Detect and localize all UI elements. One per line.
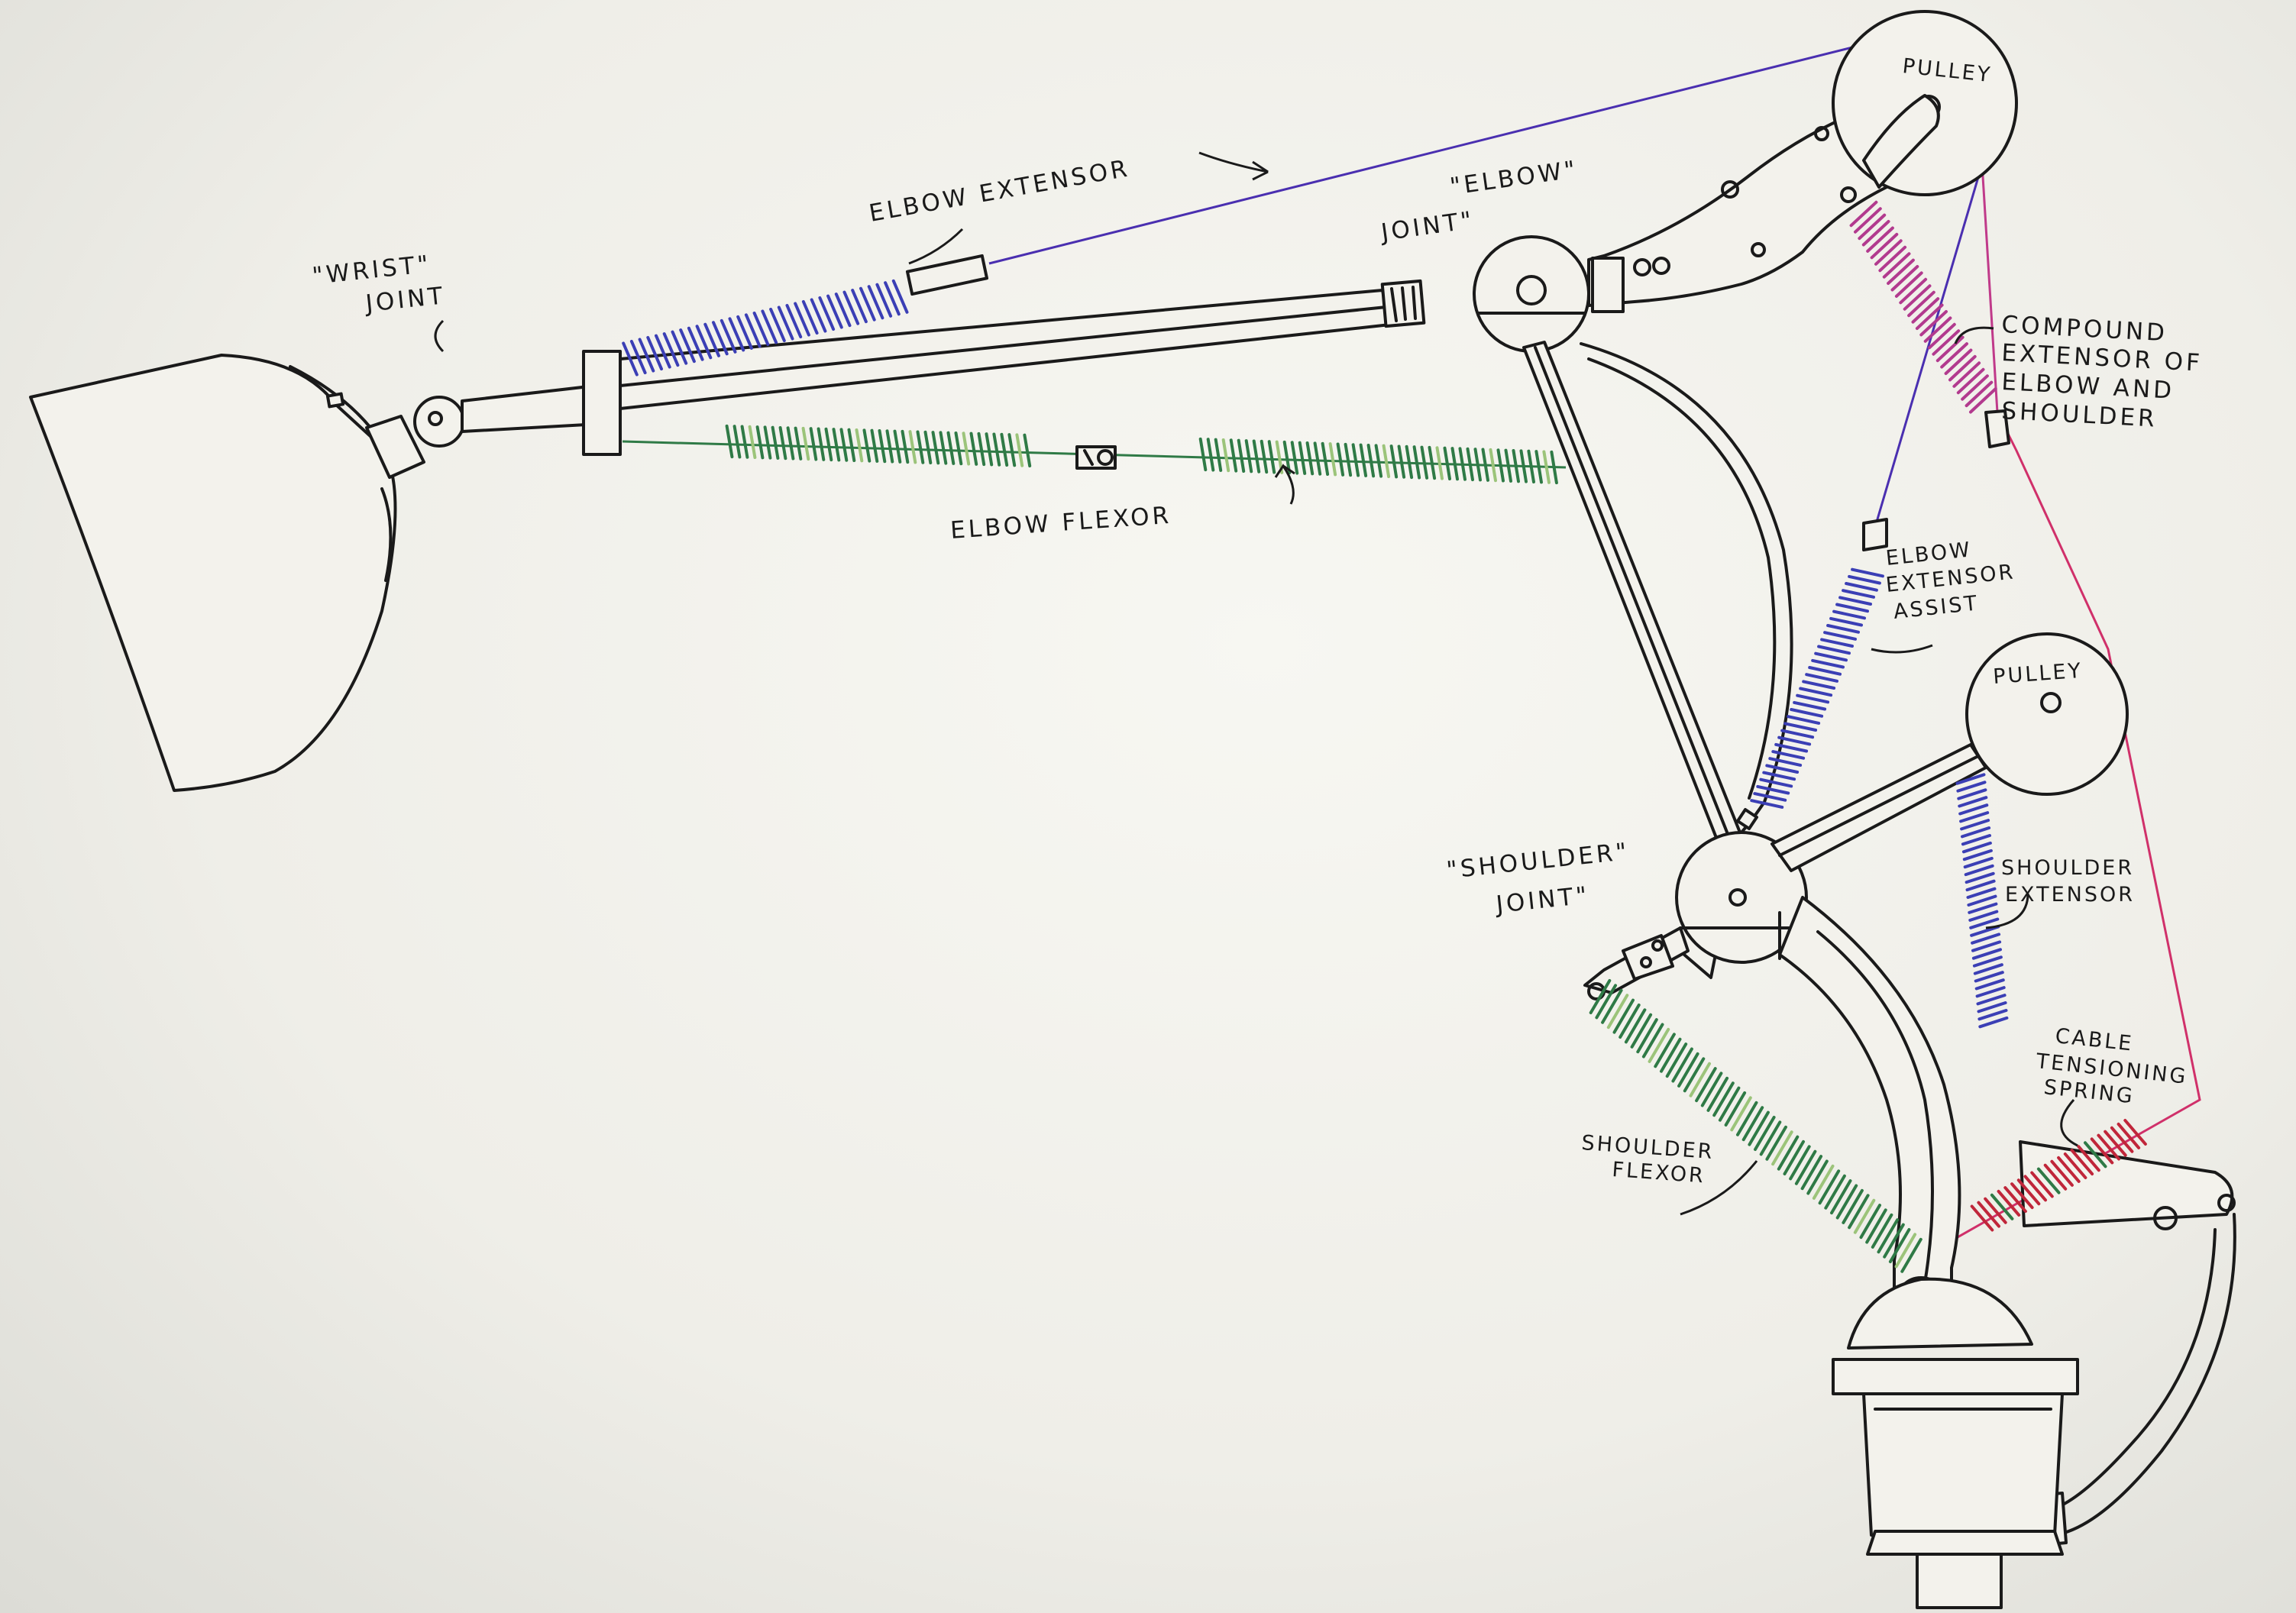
elbow-extensor-cable [988, 38, 1884, 265]
shoulder-flexor-label-1: SHOULDER [1581, 1131, 1716, 1164]
shoulder-extensor-label-1: SHOULDER [2001, 856, 2134, 880]
wrist-joint [365, 384, 601, 479]
springs [622, 200, 2147, 1273]
shoulder-joint-label-2: JOINT" [1493, 881, 1591, 919]
compound-extensor-spring [1849, 200, 1997, 414]
elbow-joint-label-1: "ELBOW" [1448, 156, 1580, 201]
elbow-extensor-assist-cable [1874, 163, 1984, 528]
shoulder-link [1771, 743, 1987, 872]
elbow-joint [1473, 235, 1590, 353]
wrist-joint-label-1: "WRIST" [311, 251, 432, 290]
shoulder-joint-label-1: "SHOULDER" [1445, 838, 1631, 884]
shoulder-flexor-spring [1589, 979, 1922, 1273]
cable-tensioning-spring [1970, 1119, 2147, 1232]
leader-arrows [434, 151, 2078, 1216]
cable-tensioning-spring-label-1: CABLE [2054, 1024, 2135, 1056]
elbow-flexor-label: ELBOW FLEXOR [949, 502, 1172, 545]
upper-arm [1522, 341, 1793, 865]
wrist-joint-label-2: JOINT [363, 282, 447, 318]
cable-fittings [905, 254, 2010, 551]
base-cup [1832, 1277, 2079, 1609]
pulley-top [1832, 10, 2018, 196]
elbow-extensor-spring [622, 279, 909, 377]
shoulder-joint [1583, 831, 1808, 1000]
base-arm [1778, 896, 1961, 1328]
elbow-extensor-assist-spring [1750, 567, 1884, 809]
pulley-bottom [1965, 632, 2129, 796]
shoulder-extensor-label-2: EXTENSOR [2005, 883, 2135, 907]
forearm [582, 279, 1426, 456]
compound-extensor-cable [1981, 163, 1999, 413]
elbow-joint-label-2: JOINT" [1378, 206, 1476, 247]
labels: "WRIST" JOINT ELBOW EXTENSOR "ELBOW" JOI… [311, 54, 2204, 1188]
elbow-extensor-label: ELBOW EXTENSOR [867, 154, 1132, 228]
elbow-flexor-spring-a [725, 424, 1032, 467]
shoulder-extensor-spring [1955, 773, 2009, 1029]
elbow-extensor-assist-label-3: ASSIST [1892, 591, 1980, 624]
lamp-shade [29, 354, 397, 792]
elbow-flexor-spring-b [1198, 437, 1558, 485]
